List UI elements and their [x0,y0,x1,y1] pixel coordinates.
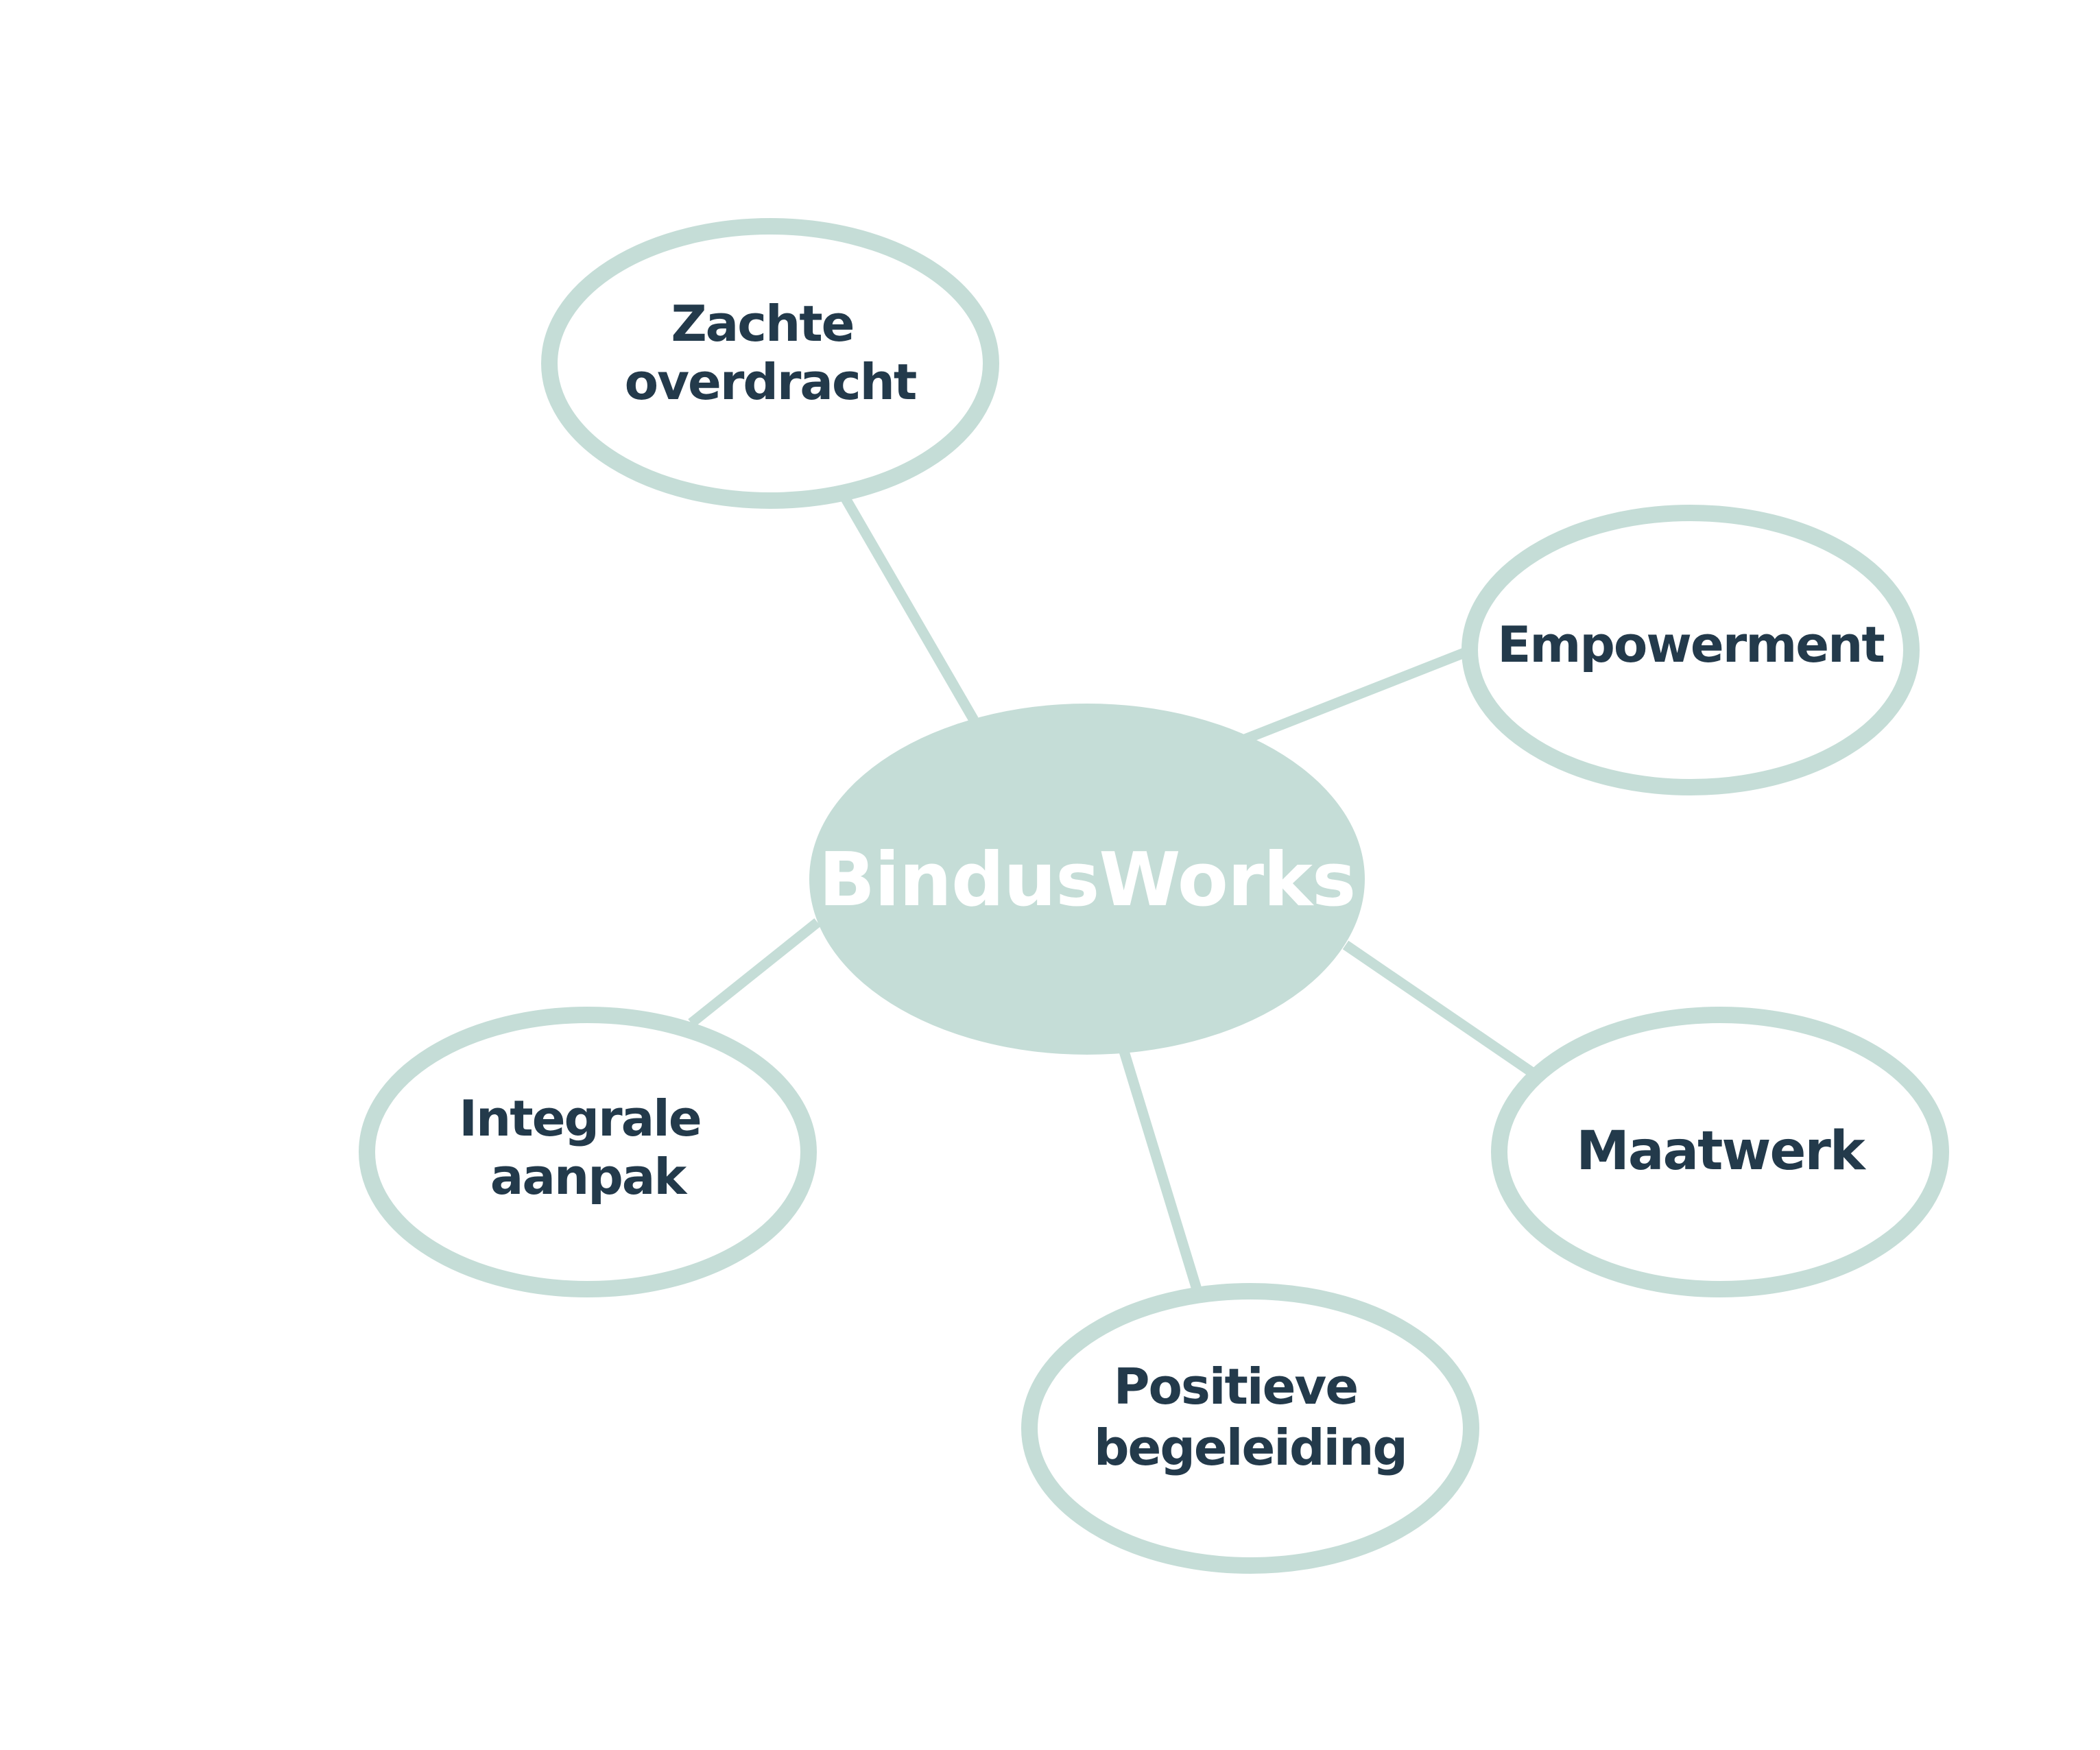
node-positieve-begeleiding: Positieve begeleiding [1021,1283,1479,1574]
node-integrale-aanpak-line-2: aanpak [490,1148,689,1206]
node-positieve-begeleiding-line-1: Positieve [1114,1358,1357,1415]
node-integrale-aanpak-line-1: Integrale [459,1090,700,1147]
node-maatwerk-label: Maatwerk [1576,1120,1867,1182]
node-positieve-begeleiding-line-2: begeleiding [1094,1419,1407,1476]
node-maatwerk: Maatwerk [1491,1007,1949,1297]
connector-empowerment [1243,647,1470,744]
node-empowerment-label: Empowerment [1497,616,1884,673]
node-empowerment: Empowerment [1461,505,1920,795]
node-empowerment-ring [1461,505,1920,795]
center-node-shape [809,704,1365,1055]
node-integrale-aanpak-label: Integrale aanpak [459,1090,717,1206]
connector-integrale-aanpak [688,918,821,1027]
connector-maatwerk [1342,940,1540,1080]
node-zachte-overdracht-line-1: Zachte [671,295,853,352]
node-zachte-overdracht-ring [541,218,999,509]
connector-zachte-overdracht [839,492,979,723]
node-zachte-overdracht-label: Zachte overdracht [625,295,916,411]
node-zachte-overdracht-line-2: overdracht [625,353,916,411]
node-maatwerk-ring [1491,1007,1949,1297]
connectors [688,492,1540,1291]
connector-positieve-begeleiding [1118,1047,1202,1291]
node-zachte-overdracht: Zachte overdracht [541,218,999,509]
node-positieve-begeleiding-label: Positieve begeleiding [1094,1358,1407,1476]
center-node-label: BindusWorks [819,837,1356,923]
node-positieve-begeleiding-ring [1021,1283,1479,1574]
node-integrale-aanpak-ring [359,1007,817,1297]
node-integrale-aanpak: Integrale aanpak [359,1007,817,1297]
center-node: BindusWorks [809,704,1365,1055]
